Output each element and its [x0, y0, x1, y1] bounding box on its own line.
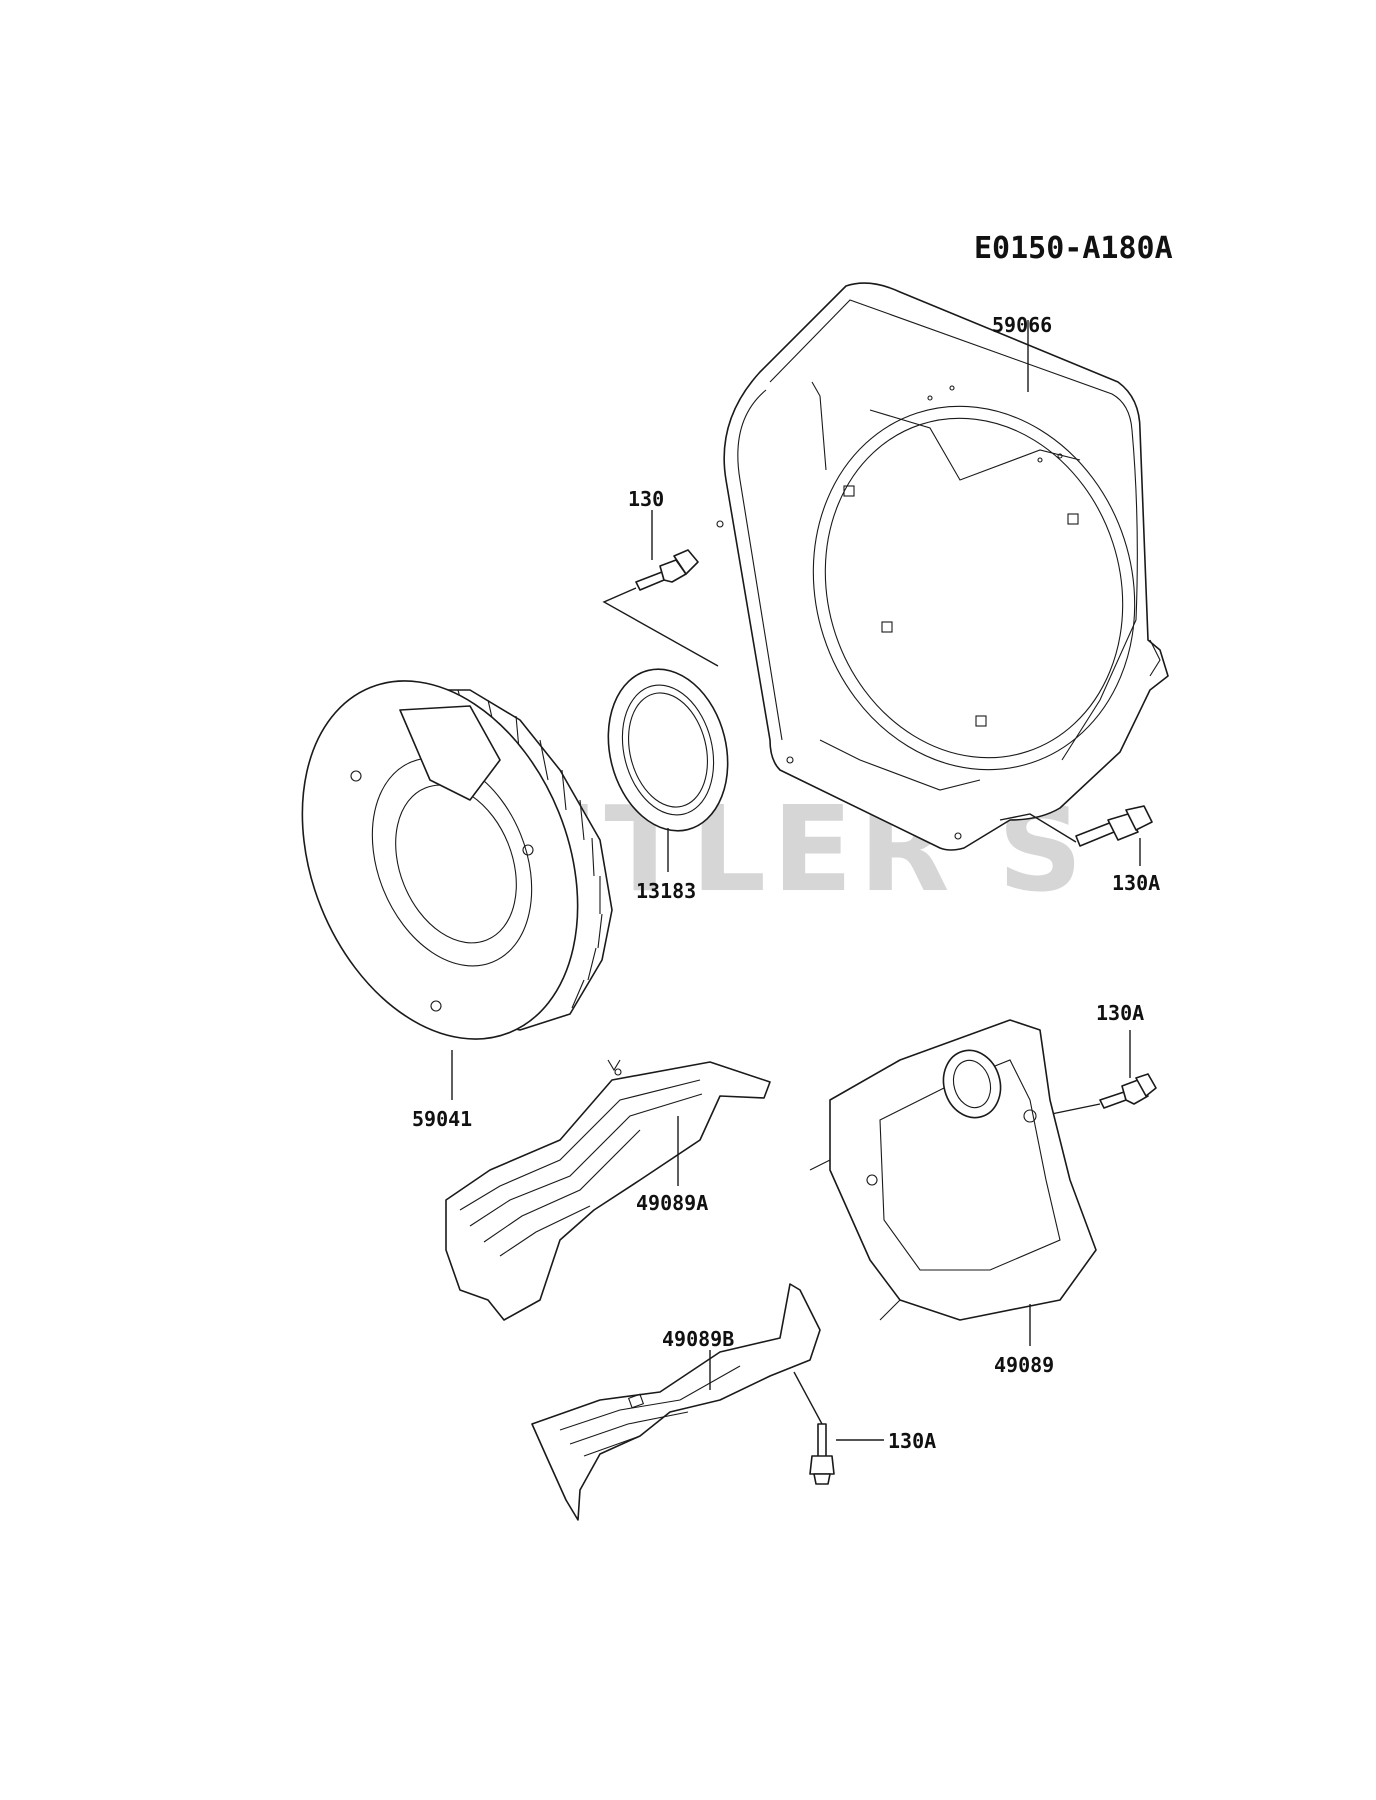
- cylinder-cover-a: [445, 1059, 771, 1321]
- callout-59066: 59066: [992, 313, 1052, 337]
- callout-130A-right: 130A: [1112, 871, 1160, 895]
- cylinder-cover: [809, 1019, 1097, 1321]
- callout-130A-mid: 130A: [1096, 1001, 1144, 1025]
- bolt-130A-mid: [1099, 1073, 1157, 1109]
- diagram-code: E0150-A180A: [974, 231, 1173, 266]
- callout-49089A: 49089A: [636, 1191, 708, 1215]
- callout-130: 130: [628, 487, 664, 511]
- bolt-130-top: [635, 549, 699, 591]
- leader-130A-right-housing: [999, 813, 1077, 843]
- bolt-130A-right: [1075, 805, 1153, 847]
- callout-13183: 13183: [636, 879, 696, 903]
- leader-130-to-housing: [602, 587, 719, 667]
- callout-49089: 49089: [994, 1353, 1054, 1377]
- callout-49089B: 49089B: [662, 1327, 734, 1351]
- cylinder-cover-b: [531, 1283, 821, 1521]
- flywheel-fan: [301, 680, 613, 1040]
- bearing-plate: [607, 668, 729, 832]
- blower-housing: [716, 282, 1169, 851]
- callout-59041: 59041: [412, 1107, 472, 1131]
- leader-130A-bottom-cover: [793, 1371, 823, 1425]
- bolt-130A-bottom: [809, 1423, 835, 1485]
- callout-130A-bottom: 130A: [888, 1429, 936, 1453]
